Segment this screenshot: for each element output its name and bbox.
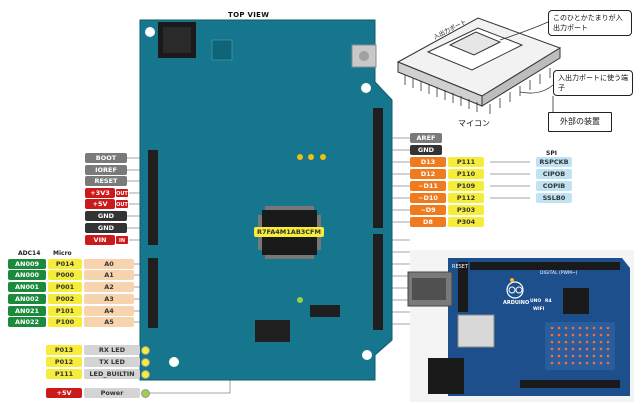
- rx-led-dot: [141, 346, 150, 355]
- pin-gnd-2: GND: [85, 223, 127, 233]
- pin-d12: D12: [410, 169, 446, 179]
- micro-d8: P304: [448, 217, 484, 227]
- micro-p002: P002: [48, 294, 82, 304]
- spi-copib: COPIB: [536, 181, 572, 191]
- photo-brand-text: ARDUINO: [503, 300, 530, 306]
- micro-p100: P100: [48, 317, 82, 327]
- board-title: TOP VIEW: [228, 11, 270, 19]
- micro-d11: P109: [448, 181, 484, 191]
- pin-d11: ~D11: [410, 181, 446, 191]
- micro-p001: P001: [48, 282, 82, 292]
- spi-header: SPI: [546, 150, 557, 157]
- pin-d13: D13: [410, 157, 446, 167]
- pin-3v3-badge: OUT: [115, 188, 129, 198]
- pin-5v-badge: OUT: [115, 199, 129, 209]
- bubble-io-pins: 入出力ポートに使う端子: [553, 70, 633, 96]
- adc-an001: AN001: [8, 282, 46, 292]
- spi-cipob: CIPOB: [536, 169, 572, 179]
- micro-d13: P111: [448, 157, 484, 167]
- pin-aref: AREF: [410, 133, 442, 143]
- power-label: Power: [84, 388, 140, 398]
- pin-3v3: +3V3: [85, 188, 115, 198]
- pin-a5: A5: [84, 317, 134, 327]
- bubble-io-group: このひとかたまりが入出力ポート: [548, 10, 632, 36]
- micro-d9: P303: [448, 205, 484, 215]
- adc-header: ADC14: [18, 250, 41, 257]
- adc-an000: AN000: [8, 270, 46, 280]
- pin-boot: BOOT: [85, 153, 127, 163]
- bubble-io-pins-text: 入出力ポートに使う端子: [558, 74, 628, 92]
- adc-an021: AN021: [8, 306, 46, 316]
- spi-rspckb: RSPCKB: [536, 157, 572, 167]
- pin-a4: A4: [84, 306, 134, 316]
- photo-digital-text: DIGITAL (PWM~): [540, 271, 578, 276]
- micro-p014: P014: [48, 259, 82, 269]
- pin-ioref: IOREF: [85, 165, 127, 175]
- micro-p111: P111: [46, 369, 82, 379]
- adc-an002: AN002: [8, 294, 46, 304]
- pin-vin-badge: IN: [115, 235, 129, 245]
- tx-led-dot: [141, 358, 150, 367]
- micro-d12: P110: [448, 169, 484, 179]
- pin-5v: +5V: [85, 199, 115, 209]
- photo-reset-text: RESET: [452, 264, 469, 270]
- pin-a2: A2: [84, 282, 134, 292]
- photo-uno-text: UNO: [530, 299, 542, 304]
- photo-wifi-text: WIFI: [533, 307, 545, 312]
- tx-led-label: TX LED: [84, 357, 140, 367]
- pin-d10: ~D10: [410, 193, 446, 203]
- led-builtin-label: LED_BUILTIN: [84, 369, 140, 379]
- rx-led-label: RX LED: [84, 345, 140, 355]
- micro-p013: P013: [46, 345, 82, 355]
- external-device-text: 外部の装置: [560, 117, 600, 126]
- pin-a0: A0: [84, 259, 134, 269]
- micro-p012: P012: [46, 357, 82, 367]
- pin-reset: RESET: [85, 176, 127, 186]
- pin-gnd-1: GND: [85, 211, 127, 221]
- adc-an009: AN009: [8, 259, 46, 269]
- bubble-io-group-text: このひとかたまりが入出力ポート: [553, 14, 623, 32]
- spi-sslb0: SSLB0: [536, 193, 572, 203]
- mcu-label: マイコン: [458, 119, 490, 128]
- external-device-box: 外部の装置: [548, 112, 612, 132]
- photo-r4-text: R4: [545, 299, 552, 304]
- pin-d8: D8: [410, 217, 446, 227]
- led-builtin-dot: [141, 370, 150, 379]
- pin-a3: A3: [84, 294, 134, 304]
- micro-p000: P000: [48, 270, 82, 280]
- adc-an022: AN022: [8, 317, 46, 327]
- micro-p101: P101: [48, 306, 82, 316]
- micro-header: Micro: [53, 250, 72, 257]
- pin-gnd-right: GND: [410, 145, 442, 155]
- pin-vin: VIN: [85, 235, 115, 245]
- power-led-dot: [141, 389, 150, 398]
- pin-d9: ~D9: [410, 205, 446, 215]
- micro-d10: P112: [448, 193, 484, 203]
- pin-a1: A1: [84, 270, 134, 280]
- power-5v: +5V: [46, 388, 82, 398]
- chip-label: R7FA4M1AB3CFM: [254, 227, 324, 237]
